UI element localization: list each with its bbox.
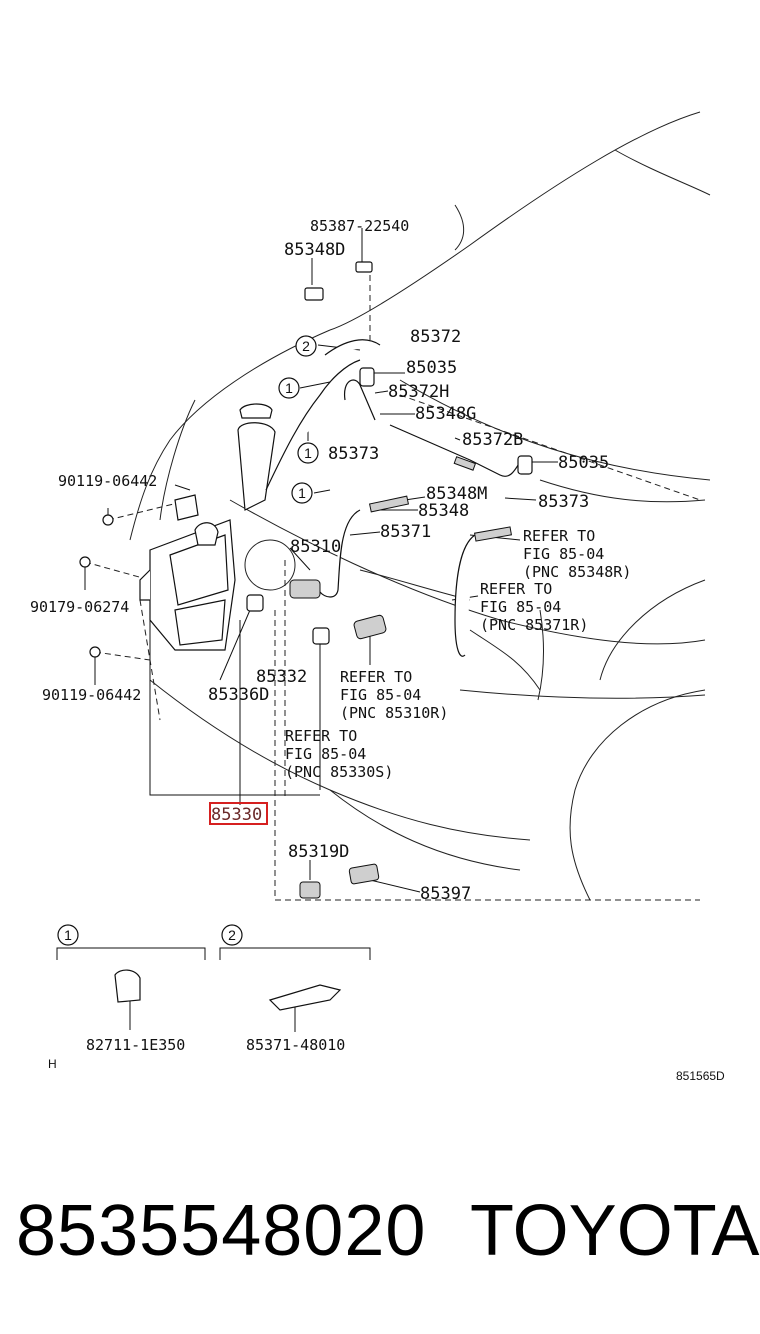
refer-note-85371R-line1: REFER TO	[480, 580, 552, 598]
label-85348G: 85348G	[415, 404, 476, 424]
label-85310: 85310	[290, 537, 341, 557]
highlight-box-85330	[209, 802, 268, 825]
refer-note-85330S-line2: FIG 85-04	[285, 745, 366, 763]
label-85372H: 85372H	[388, 382, 449, 402]
label-90119-06442-b: 90119-06442	[42, 686, 141, 704]
label-85348: 85348	[418, 501, 469, 521]
part-labels: 85387-22540 85348D 85372 85035 85372H 85…	[30, 217, 725, 1083]
callout-circle-2	[295, 335, 317, 357]
refer-note-85348R-line1: REFER TO	[523, 527, 595, 545]
label-85330: 85330	[211, 805, 262, 825]
legend-circle-1	[57, 924, 79, 946]
label-85348M: 85348M	[426, 484, 487, 504]
refer-note-85310R-line2: FIG 85-04	[340, 686, 421, 704]
refer-note-85330S-line3: (PNC 85330S)	[285, 763, 393, 781]
refer-notes: REFER TO FIG 85-04 (PNC 85348R) REFER TO…	[285, 527, 631, 781]
label-85397: 85397	[420, 884, 471, 904]
label-90119-06442-a: 90119-06442	[58, 472, 157, 490]
svg-text:1: 1	[304, 445, 312, 461]
callout-circles: 2 1 1 1 1 2	[57, 335, 319, 946]
label-85372: 85372	[410, 327, 461, 347]
label-90179-06274: 90179-06274	[30, 598, 129, 616]
figure-id: 851565D	[676, 1069, 725, 1083]
footer-brand: TOYOTA	[470, 1191, 760, 1271]
washer-components	[79, 261, 533, 1011]
label-85336D: 85336D	[208, 685, 269, 705]
washer-tank	[139, 403, 276, 651]
label-85371-48010: 85371-48010	[246, 1036, 345, 1054]
label-85348D: 85348D	[284, 240, 345, 260]
label-85387-22540: 85387-22540	[310, 217, 409, 235]
label-85373-b: 85373	[538, 492, 589, 512]
refer-note-85310R-line3: (PNC 85310R)	[340, 704, 448, 722]
refer-note-85348R-line2: FIG 85-04	[523, 545, 604, 563]
svg-text:1: 1	[298, 485, 306, 501]
refer-note-85371R-line2: FIG 85-04	[480, 598, 561, 616]
label-85035: 85035	[406, 358, 457, 378]
washer-hoses	[265, 339, 521, 657]
vehicle-body-outline	[129, 111, 711, 901]
dashed-guides	[84, 265, 701, 901]
label-85371: 85371	[380, 522, 431, 542]
label-85319D: 85319D	[288, 842, 349, 862]
svg-text:1: 1	[64, 927, 72, 943]
label-82711-1E350: 82711-1E350	[86, 1036, 185, 1054]
callout-circle-1	[297, 442, 319, 464]
label-85372B: 85372B	[462, 430, 523, 450]
svg-text:2: 2	[302, 338, 310, 354]
refer-note-85348R-line3: (PNC 85348R)	[523, 563, 631, 581]
label-85035-b: 85035	[558, 453, 609, 473]
legend-circle-2	[221, 924, 243, 946]
refer-note-85371R-line3: (PNC 85371R)	[480, 616, 588, 634]
callout-circle-1	[278, 377, 300, 399]
callout-circle-1	[291, 482, 313, 504]
svg-text:2: 2	[228, 927, 236, 943]
refer-note-85330S-line1: REFER TO	[285, 727, 357, 745]
svg-text:1: 1	[285, 380, 293, 396]
label-85332: 85332	[256, 667, 307, 687]
figure-marker-h: H	[48, 1057, 57, 1071]
refer-note-85310R-line1: REFER TO	[340, 668, 412, 686]
leader-lines	[56, 228, 558, 1032]
label-85373: 85373	[328, 444, 379, 464]
footer-part-number: 8535548020	[16, 1191, 427, 1271]
